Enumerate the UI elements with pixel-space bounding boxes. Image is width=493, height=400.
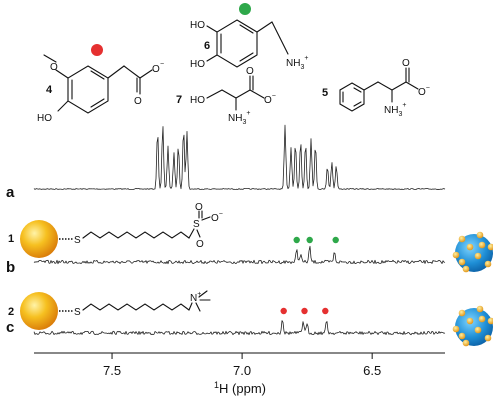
trace-label-a: a — [6, 184, 15, 201]
compound-5-amine: NH3+ — [384, 102, 406, 118]
compound-4-charge: − — [160, 61, 164, 68]
nanoparticle-1-number: 1 — [8, 233, 14, 245]
particle-dot — [484, 334, 492, 342]
particle-dot — [487, 243, 493, 251]
particle-dot — [462, 339, 470, 347]
nanoparticle-2: 2 S N+ — [8, 290, 211, 330]
particle-dot — [466, 317, 474, 325]
x-tick-label-3: 6.5 — [363, 363, 381, 378]
peak-marker-b-3 — [332, 236, 339, 244]
spectrum-trace-a — [33, 124, 446, 190]
particle-dot — [452, 325, 460, 333]
compound-4-carboxylate-o: O — [152, 64, 160, 75]
compound-5-carboxylate: O− — [418, 85, 430, 98]
nanoparticle-2-number: 2 — [8, 306, 14, 318]
compound-6-green-marker — [239, 3, 251, 15]
compound-5-number: 5 — [322, 87, 328, 99]
particle-dot — [458, 258, 466, 266]
x-tick-label-1: 7.5 — [103, 363, 121, 378]
compound-5-carbonyl-o: O — [402, 58, 410, 69]
compound-6-structure: HO HO 6 NH3+ — [190, 3, 308, 71]
nanoparticle-1-sulfonate-s: S — [193, 219, 200, 230]
particle-dot — [487, 317, 493, 325]
compound-5-structure: 5 O O− NH3+ — [322, 58, 430, 118]
compound-7-number: 7 — [176, 94, 182, 106]
nanoparticle-1-sulfonate-o-bottom: O — [196, 239, 204, 250]
nanoparticle-2-ammonium: N+ — [190, 291, 201, 304]
particle-dot — [458, 235, 466, 243]
particle-dot — [476, 305, 484, 313]
nanoparticle-icon-c — [452, 305, 493, 347]
compound-4-hydroxy: HO — [37, 113, 52, 124]
compound-6-hydroxy-bottom: HO — [190, 59, 205, 70]
particle-dot — [474, 326, 482, 334]
compound-4-red-marker — [91, 44, 103, 56]
nanoparticle-1-linker-s: S — [74, 235, 81, 246]
compound-4-structure: O HO O O − 4 — [37, 44, 164, 124]
particle-dot — [478, 241, 486, 249]
nanoparticle-1: 1 S S O O O− — [8, 202, 223, 258]
spectrum-trace-b — [33, 245, 446, 265]
compound-6-number: 6 — [204, 40, 210, 52]
particle-dot — [462, 265, 470, 273]
peak-marker-b-2 — [306, 236, 313, 244]
nanoparticle-2-linker-s: S — [74, 307, 81, 318]
particle-dot — [452, 251, 460, 259]
particle-dot — [474, 252, 482, 260]
compound-6-amine: NH3+ — [286, 55, 308, 71]
peak-marker-c-1 — [280, 307, 287, 315]
compound-7-carbonyl-o: O — [246, 66, 254, 77]
gold-nanoparticle-1 — [20, 220, 58, 258]
particle-dot — [476, 231, 484, 239]
peak-marker-b-1 — [293, 236, 300, 244]
compound-4-number: 4 — [46, 84, 53, 96]
spectrum-trace-c — [33, 320, 446, 336]
compound-7-structure: HO O O− NH3+ 7 — [176, 66, 276, 126]
nanoparticle-icon-b — [452, 231, 493, 273]
gold-nanoparticle-2 — [20, 292, 58, 330]
compound-6-hydroxy-top: HO — [190, 20, 205, 31]
peak-marker-c-2 — [301, 307, 308, 315]
compound-7-amine: NH3+ — [228, 110, 250, 126]
particle-dot — [458, 332, 466, 340]
compound-4-methoxy-o: O — [50, 62, 58, 73]
particle-dot — [458, 309, 466, 317]
nanoparticle-1-sulfonate-o-minus: O− — [211, 211, 223, 224]
compound-7-hydroxy: HO — [190, 95, 205, 106]
compound-4-carbonyl-o: O — [134, 96, 142, 107]
peak-marker-c-3 — [322, 307, 329, 315]
nanoparticle-1-sulfonate-o-top: O — [195, 202, 203, 213]
peak-markers — [280, 236, 339, 315]
trace-label-c: c — [6, 319, 14, 336]
x-tick-label-2: 7.0 — [233, 363, 251, 378]
particle-dot — [466, 243, 474, 251]
trace-label-b: b — [6, 259, 15, 276]
compound-7-carboxylate: O− — [264, 93, 276, 106]
particle-dot — [484, 260, 492, 268]
x-axis-ticks: 7.5 7.0 6.5 — [103, 353, 381, 378]
x-axis-title: 1H (ppm) — [214, 380, 266, 396]
particle-dot — [478, 315, 486, 323]
